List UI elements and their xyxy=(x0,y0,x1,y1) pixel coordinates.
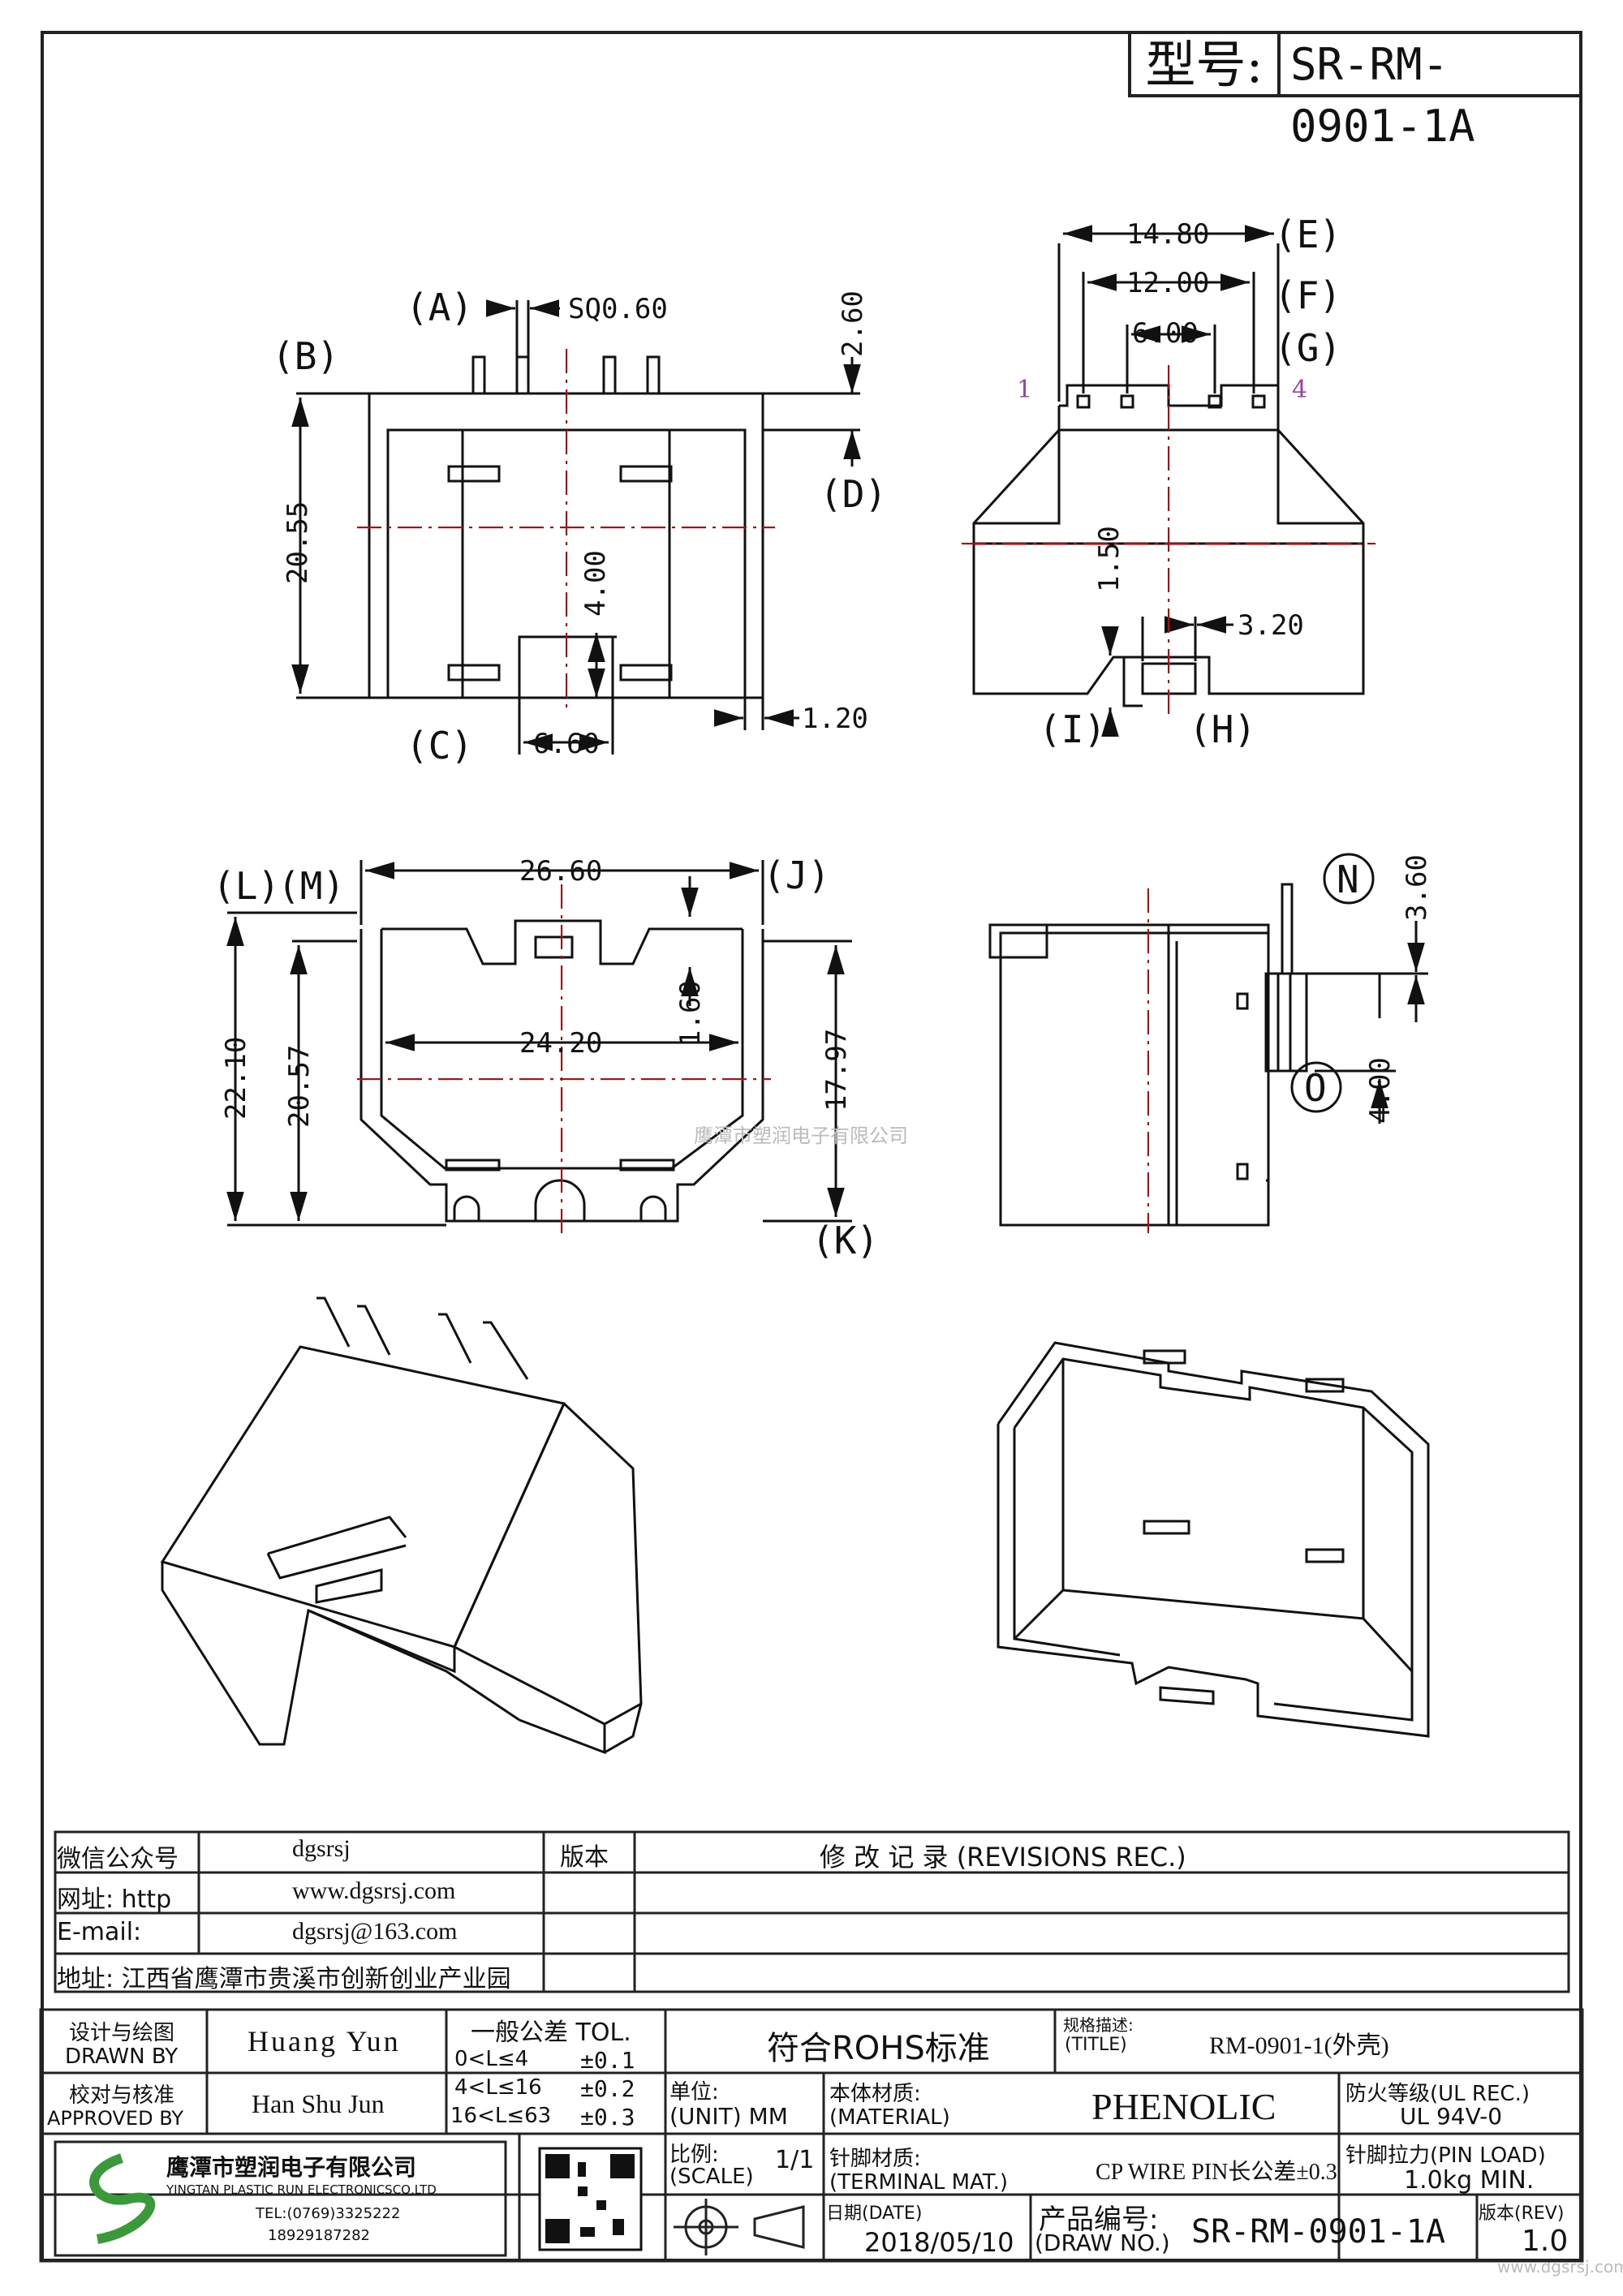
dim-side-w1: 14.80 xyxy=(1126,218,1209,251)
fire-cn: 防火等级(UL REC.) xyxy=(1345,2082,1530,2106)
tag-d: (D) xyxy=(820,472,887,516)
dim-bottom-w-outer: 26.60 xyxy=(519,855,602,888)
spec-value: RM-0901-1(外壳) xyxy=(1209,2032,1389,2059)
dim-bottom-h2: 20.57 xyxy=(283,1045,316,1128)
pin-4-label: 4 xyxy=(1292,376,1307,404)
spec-en: (TITLE) xyxy=(1065,2035,1127,2055)
email-label: E-mail: xyxy=(57,1918,142,1946)
rohs: 符合ROHS标准 xyxy=(767,2030,990,2067)
fire-value: UL 94V-0 xyxy=(1400,2103,1503,2130)
drawn-cn: 设计与绘图 xyxy=(69,2021,175,2045)
tag-o: O xyxy=(1304,1066,1327,1110)
web-value[interactable]: www.dgsrsj.com xyxy=(292,1877,456,1904)
tag-a: (A) xyxy=(406,286,473,329)
model-label: 型号: xyxy=(1131,34,1281,94)
watermark: 鹰潭市塑润电子有限公司 xyxy=(694,1124,908,1147)
wechat-value: dgsrsj xyxy=(292,1835,351,1862)
isometric-view-right xyxy=(997,1341,1430,1738)
tag-j: (J) xyxy=(763,853,830,897)
dim-side-notch-h: 1.50 xyxy=(1093,526,1126,592)
dim-bottom-tab-h: 1.60 xyxy=(674,980,707,1047)
tol-value-2: ±0.2 xyxy=(580,2075,635,2102)
dim-right-pin-len: 4.00 xyxy=(1364,1057,1397,1124)
drawn-en: DRAWN BY xyxy=(65,2044,179,2069)
dim-bottom-w-inner: 24.20 xyxy=(519,1027,602,1060)
company-mobile: 18929187282 xyxy=(268,2227,370,2244)
terminal-en: (TERMINAL MAT.) xyxy=(829,2170,1009,2195)
rev-label: 版本 xyxy=(560,1843,609,1872)
tol-title: 一般公差 TOL. xyxy=(471,2019,631,2047)
date-value: 2018/05/10 xyxy=(864,2227,1014,2258)
tag-f: (F) xyxy=(1274,273,1341,317)
tol-range-1: 0<L≤4 xyxy=(454,2047,529,2071)
dim-front-slot-h: 4.00 xyxy=(579,550,612,617)
dim-bottom-h1: 22.10 xyxy=(220,1037,252,1120)
pin-1-label: 1 xyxy=(1017,376,1032,404)
tol-range-3: 16<L≤63 xyxy=(450,2104,552,2128)
tag-m: (M) xyxy=(278,864,345,908)
drawn-name: Huang Yun xyxy=(248,2025,401,2057)
dim-side-notch-w: 3.20 xyxy=(1238,609,1304,642)
dim-side-w3: 6.00 xyxy=(1132,317,1199,350)
dim-right-pin-h: 3.60 xyxy=(1401,854,1433,921)
date-cn: 日期(DATE) xyxy=(826,2204,923,2224)
tol-range-2: 4<L≤16 xyxy=(454,2075,542,2100)
terminal-value: CP WIRE PIN长公差±0.3 xyxy=(1096,2160,1337,2185)
dim-front-top-h: 2.60 xyxy=(837,290,869,357)
tol-value-1: ±0.1 xyxy=(580,2047,635,2074)
tag-i: (I) xyxy=(1039,707,1106,751)
tag-l: (L) xyxy=(213,864,280,908)
tag-g: (G) xyxy=(1274,326,1341,370)
scale-cn: 比例: xyxy=(669,2143,719,2167)
dim-front-total-h: 20.55 xyxy=(282,501,314,584)
drawno-en: (DRAW NO.) xyxy=(1035,2229,1170,2256)
address: 地址: 江西省鹰潭市贵溪市创新创业产业园 xyxy=(57,1965,511,1993)
drawno-value: SR-RM-0901-1A xyxy=(1191,2213,1446,2251)
tag-b: (B) xyxy=(272,334,339,378)
terminal-cn: 针脚材质: xyxy=(829,2147,921,2171)
revisions-title: 修 改 记 录 (REVISIONS REC.) xyxy=(820,1842,1186,1872)
tag-k: (K) xyxy=(812,1219,879,1262)
approved-cn: 校对与核准 xyxy=(69,2083,175,2108)
tag-h: (H) xyxy=(1189,707,1256,751)
scale-value: 1/1 xyxy=(775,2146,815,2174)
material-cn: 本体材质: xyxy=(829,2082,921,2106)
company-en: YINGTAN PLASTIC RUN ELECTRONICSCO,LTD xyxy=(166,2182,437,2197)
dim-front-wall: 1.20 xyxy=(802,703,868,735)
model-value: SR-RM-0901-1A xyxy=(1290,39,1475,152)
model-number-box: 型号: SR-RM-0901-1A xyxy=(1128,31,1582,152)
isometric-view-left xyxy=(160,1296,643,1755)
approved-name: Han Shu Jun xyxy=(252,2089,385,2118)
pinload-cn: 针脚拉力(PIN LOAD) xyxy=(1345,2143,1546,2168)
rev-cn: 版本(REV) xyxy=(1479,2204,1565,2224)
web-label: 网址: http xyxy=(57,1885,172,1914)
company-cn: 鹰潭市塑润电子有限公司 xyxy=(166,2154,417,2181)
tag-e: (E) xyxy=(1274,213,1341,256)
right-side-view xyxy=(988,883,1428,1227)
spec-cn: 规格描述: xyxy=(1063,2015,1134,2035)
approved-en: APPROVED BY xyxy=(47,2107,184,2130)
dim-bottom-h3: 17.97 xyxy=(820,1029,853,1111)
email-value[interactable]: dgsrsj@163.com xyxy=(292,1918,458,1945)
material-value: PHENOLIC xyxy=(1091,2086,1276,2127)
pinload-value: 1.0kg MIN. xyxy=(1404,2166,1535,2195)
unit-en: (UNIT) MM xyxy=(669,2103,788,2130)
dim-side-w2: 12.00 xyxy=(1126,267,1209,299)
wechat-label: 微信公众号 xyxy=(57,1845,179,1873)
tag-c: (C) xyxy=(406,724,473,767)
tag-n: N xyxy=(1337,858,1359,901)
dim-front-slot-w: 6.60 xyxy=(533,728,600,760)
company-tel: TEL:(0769)3325222 xyxy=(256,2205,401,2222)
drawno-cn: 产品编号: xyxy=(1039,2204,1159,2236)
dim-sq: SQ0.60 xyxy=(568,293,668,325)
material-en: (MATERIAL) xyxy=(829,2105,950,2130)
scale-en: (SCALE) xyxy=(669,2165,754,2189)
rev-value: 1.0 xyxy=(1522,2225,1569,2258)
tol-value-3: ±0.3 xyxy=(580,2104,635,2130)
unit-cn: 单位: xyxy=(669,2080,719,2105)
